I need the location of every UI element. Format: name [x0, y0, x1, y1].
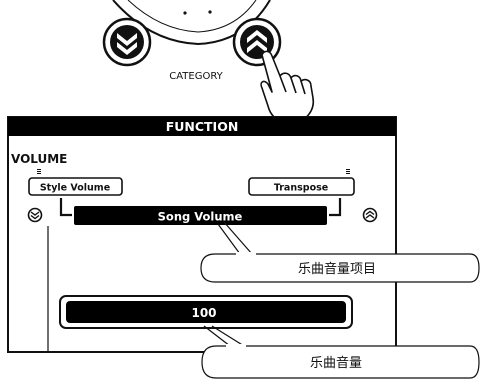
lcd-header: FUNCTION [166, 119, 239, 134]
lcd-right-item: Transpose [248, 177, 355, 196]
selection-bracket [59, 198, 342, 217]
callout-value: 乐曲音量 [201, 325, 480, 379]
category-label: CATEGORY [169, 71, 223, 82]
lcd-down-arrow-icon [27, 207, 43, 223]
lcd-right-item-label: Transpose [274, 183, 328, 194]
lcd-menu-title: VOLUME [11, 152, 67, 166]
category-down-button[interactable] [102, 17, 152, 67]
lcd-panel: FUNCTION VOLUME Style Volume Transpose [7, 116, 397, 353]
lcd-value-box: 100 [59, 295, 353, 329]
lcd-left-item: Style Volume [28, 177, 123, 196]
callout-item-label: 乐曲音量项目 [298, 261, 376, 277]
lcd-value: 100 [191, 306, 216, 320]
lcd-up-arrow-icon [362, 207, 378, 223]
item-markers [37, 169, 350, 174]
lcd-header-bar [8, 117, 396, 136]
lcd-current-item: Song Volume [74, 206, 327, 225]
lcd-left-item-label: Style Volume [40, 183, 110, 194]
callout-item: 乐曲音量项目 [200, 221, 480, 283]
double-chevron-up-icon [247, 30, 267, 53]
callout-value-label: 乐曲音量 [310, 355, 362, 371]
double-chevron-down-icon [117, 33, 137, 55]
lcd-current-item-label: Song Volume [158, 210, 243, 224]
pointing-hand-icon [260, 50, 315, 123]
